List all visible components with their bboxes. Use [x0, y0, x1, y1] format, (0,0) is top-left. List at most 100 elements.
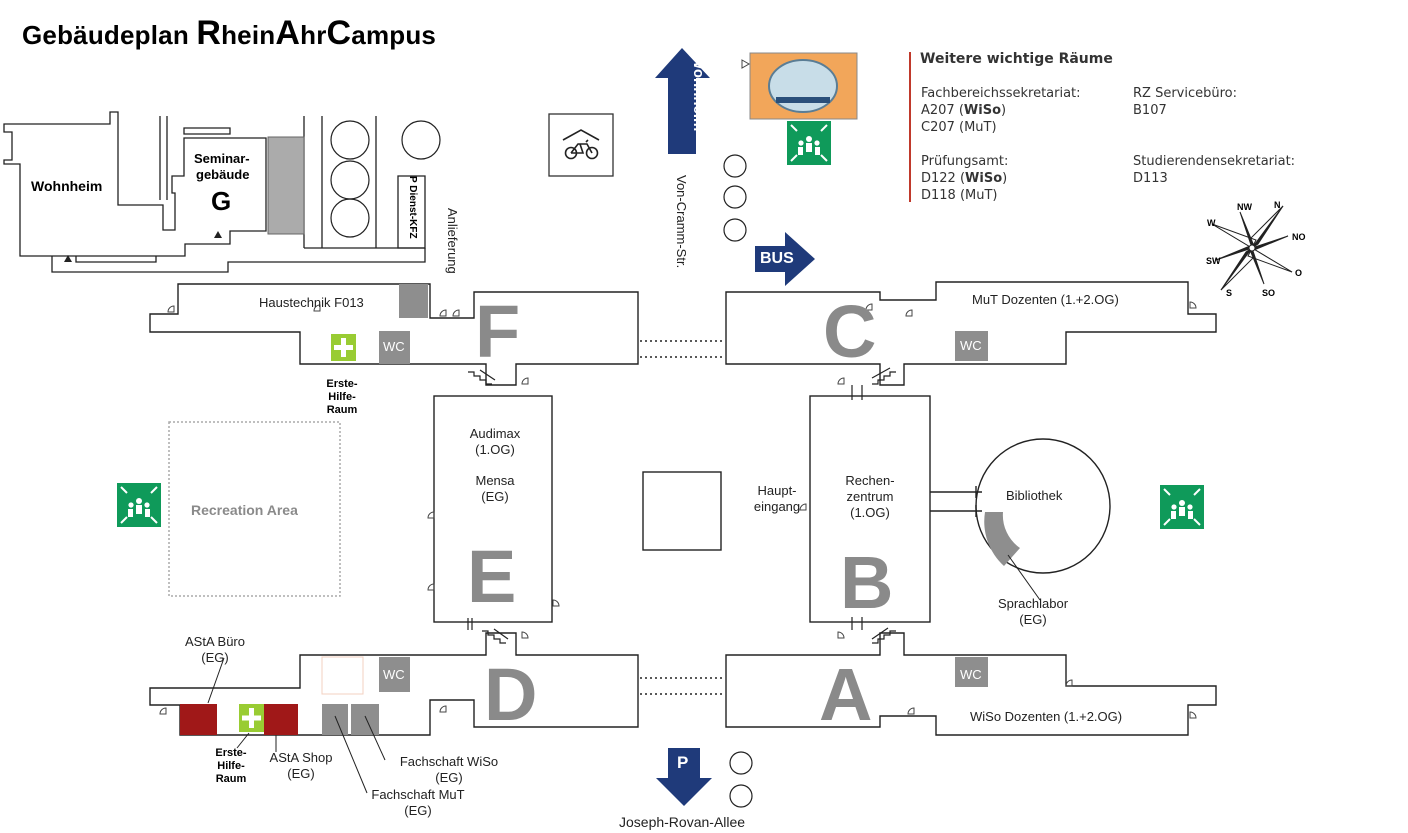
bibliothek-label: Bibliothek — [1006, 488, 1063, 503]
wohnheim-outline — [3, 111, 267, 257]
asta-buero-pointer — [207, 657, 225, 704]
von-cramm-street-label: Von-Cramm-Str. — [674, 175, 689, 269]
parking-arrow — [656, 748, 712, 806]
haupteingang-label: Haupt-eingang — [753, 483, 801, 514]
dienst-kfz-label: P Dienst-KFZ — [407, 176, 418, 239]
side-road — [159, 116, 168, 200]
assembly-point-icon — [1160, 485, 1204, 529]
first-aid-icon — [331, 334, 356, 361]
building-f-letter: F — [475, 290, 521, 373]
info-fachbereich: Fachbereichssekretariat: A207 (WiSo) C20… — [921, 86, 1081, 135]
bus-arrow — [755, 232, 815, 286]
sprachlabor-area — [984, 512, 1020, 566]
wc-label-d: WC — [383, 667, 405, 682]
building-d-letter: D — [484, 653, 538, 736]
fachschaft-wiso-room — [351, 704, 379, 735]
building-b-outline — [809, 395, 931, 623]
wc-label-a: WC — [960, 667, 982, 682]
street-trees — [723, 154, 753, 808]
wc-room-c — [955, 331, 988, 361]
recreation-area-label: Recreation Area — [191, 502, 298, 518]
wc-room-a — [955, 657, 988, 687]
door-markers — [159, 301, 1197, 719]
mut-dozenten-label: MuT Dozenten (1.+2.OG) — [972, 292, 1119, 307]
rechenzentrum-label: Rechen-zentrum(1.OG) — [845, 473, 895, 520]
compass-sw: SW — [1206, 256, 1221, 266]
asta-buero-room — [180, 704, 217, 735]
page-title: Gebäudeplan RheinAhrCampus — [22, 14, 436, 53]
wc-label-c: WC — [960, 338, 982, 353]
info-rz-servicebuero: RZ Servicebüro: B107 — [1133, 86, 1237, 118]
building-e-outline — [433, 395, 553, 623]
logo-emblem — [768, 59, 838, 113]
assembly-point-icon — [117, 483, 161, 527]
compass-n: N — [1274, 200, 1281, 210]
roof-strip — [183, 127, 231, 135]
asta-shop-label: AStA Shop(EG) — [269, 750, 333, 781]
first-aid-pointer — [236, 732, 250, 749]
bike-icon — [562, 129, 600, 160]
bus-label: BUS — [760, 250, 794, 267]
title-prefix: Gebäudeplan — [22, 20, 197, 50]
fachschaft-mut-room — [322, 704, 348, 735]
stair-markers — [467, 367, 896, 644]
info-box-title: Weitere wichtige Räume — [920, 51, 1113, 67]
compass-nw: NW — [1237, 202, 1252, 212]
compass-o: O — [1295, 268, 1303, 278]
haustechnik-label: Haustechnik F013 — [259, 295, 364, 310]
wc-room-d — [379, 657, 410, 692]
fachschaft-mut-pointer — [334, 715, 368, 794]
first-aid-icon — [239, 704, 264, 732]
building-b-letter: B — [840, 541, 894, 624]
title-part: hein — [221, 20, 276, 50]
entrance-marker — [64, 255, 72, 262]
seminar-label-line2: gebäude — [196, 167, 250, 182]
asta-buero-label: AStA Büro(EG) — [185, 634, 245, 665]
joseph-rovan-street-label: Joseph-Rovan-Allee — [619, 814, 746, 830]
sprachlabor-label: Sprachlabor(EG) — [997, 596, 1069, 627]
building-g-letter: G — [211, 186, 232, 216]
compass-s: S — [1226, 288, 1233, 298]
recreation-area-outline — [168, 421, 341, 597]
trees-group — [330, 120, 441, 238]
door-marker — [741, 59, 751, 69]
asta-rooms — [180, 704, 298, 735]
wohnheim-arrow — [655, 48, 710, 154]
fachschaft-mut-label: Fachschaft MuT(EG) — [371, 787, 465, 818]
info-studierendensekretariat: Studierendensekretariat: D113 — [1133, 154, 1296, 186]
dienst-kfz-box — [397, 175, 426, 249]
wohnheim-building-label: Wohnheim — [31, 178, 103, 194]
title-initial-a: A — [275, 14, 301, 52]
seminar-label-line1: Seminar- — [194, 151, 250, 166]
fachschaft-wiso-pointer — [364, 715, 386, 761]
title-initial-c: C — [326, 14, 352, 52]
entrance-marker — [214, 231, 222, 238]
wc-room-f — [379, 331, 410, 364]
title-initial-r: R — [196, 14, 222, 52]
building-c-letter: C — [823, 290, 877, 373]
parking-label: P — [677, 753, 689, 772]
mensa-label: Mensa(EG) — [475, 473, 515, 504]
bibliothek-link — [930, 486, 982, 517]
building-e-letter: E — [467, 535, 517, 618]
fachschaft-wiso-label: Fachschaft WiSo(EG) — [399, 754, 499, 785]
erste-hilfe-label-d: Erste-Hilfe-Raum — [215, 747, 247, 785]
anlieferung-label: Anlieferung — [445, 208, 460, 274]
title-part: hr — [300, 20, 327, 50]
assembly-point-icon — [787, 121, 831, 165]
compass-so: SO — [1262, 288, 1276, 298]
compass-rose-icon — [1211, 205, 1293, 291]
faint-room — [321, 656, 364, 695]
wohnheim-arrow-label: Wohnheim — [690, 55, 707, 132]
service-rooms — [322, 284, 988, 735]
connector-walkways — [640, 340, 724, 695]
compass-w: W — [1207, 218, 1216, 228]
building-outlines — [149, 281, 1217, 736]
erste-hilfe-label-f: Erste-Hilfe-Raum — [326, 378, 358, 416]
title-part: ampus — [351, 20, 437, 50]
wiso-dozenten-label: WiSo Dozenten (1.+2.OG) — [970, 709, 1123, 724]
site-step — [75, 256, 157, 263]
center-block — [642, 471, 722, 551]
sprachlabor-pointer — [1007, 554, 1041, 601]
